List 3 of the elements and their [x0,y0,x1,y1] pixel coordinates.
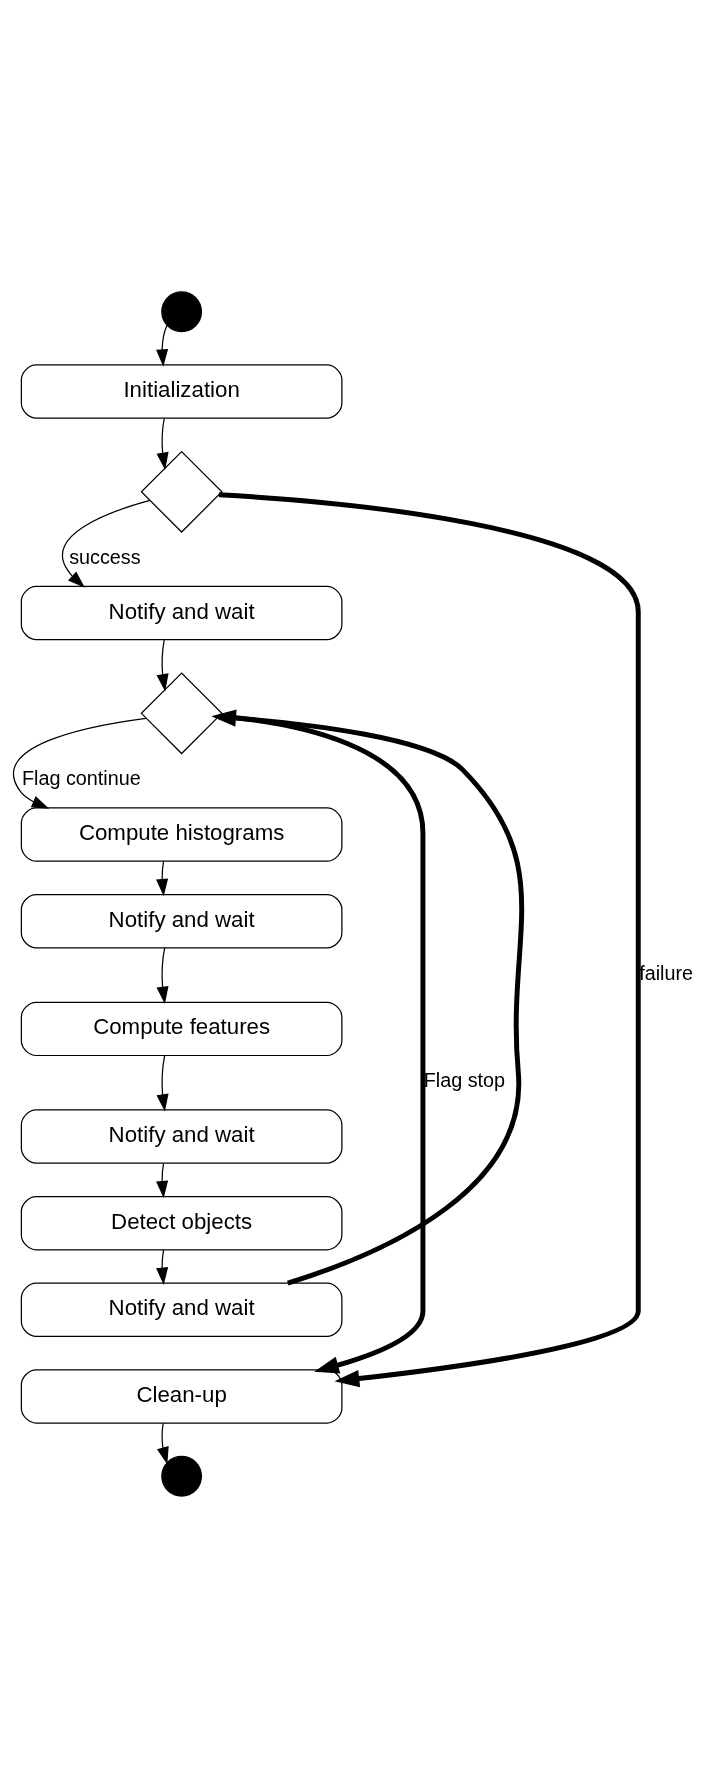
edge-label: Flag stop [423,1068,506,1091]
edge-label: Flag continue [21,766,141,789]
edge-label: success [69,545,141,568]
